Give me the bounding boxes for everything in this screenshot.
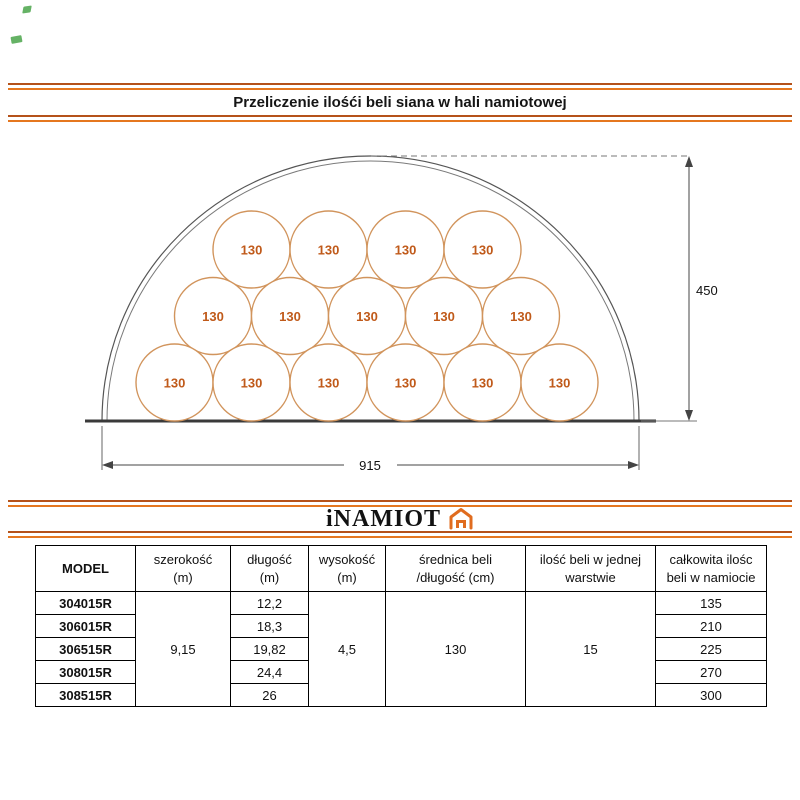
bale-diameter-label: 130 xyxy=(318,243,340,258)
calkowita-cell: 135 xyxy=(655,591,767,615)
bale-diameter-label: 130 xyxy=(395,376,417,391)
col-header-ilosc-warstwa: ilość beli w jednej warstwie xyxy=(525,545,656,592)
bale-diameter-label: 130 xyxy=(472,376,494,391)
col-header-srednica: średnica beli /długość (cm) xyxy=(385,545,526,592)
tent-cross-section-svg: 130 130 130 130 130 130 130 130 130 130 130 130 130 1… xyxy=(85,155,718,474)
bale-diameter-label: 130 xyxy=(318,376,340,391)
dlugosc-cell: 19,82 xyxy=(230,637,309,661)
title-block: Przeliczenie ilośći beli siana w hali na… xyxy=(8,83,792,122)
brand-logo-text: iNAMIOT xyxy=(326,506,441,532)
arrow-down xyxy=(685,410,693,421)
dlugosc-cell: 18,3 xyxy=(230,614,309,638)
model-cell: 308515R xyxy=(35,683,136,707)
col-header-model: MODEL xyxy=(35,545,136,592)
tent-diagram: 130 130 130 130 130 130 130 130 130 130 130 130 130 1… xyxy=(0,118,800,498)
spec-table: MODEL szerokość (m) długość (m) wysokość… xyxy=(35,545,767,707)
logo-block: iNAMIOT xyxy=(8,500,792,538)
calkowita-cell: 270 xyxy=(655,660,767,684)
tent-arch-inner xyxy=(106,160,635,422)
col-header-dlugosc: długość (m) xyxy=(230,545,309,592)
col-header-wysokosc: wysokość (m) xyxy=(308,545,386,592)
calkowita-cell: 210 xyxy=(655,614,767,638)
calkowita-cell: 300 xyxy=(655,683,767,707)
watermark-fragment xyxy=(22,5,32,14)
bale-diameter-label: 130 xyxy=(356,309,378,324)
bale-diameter-label: 130 xyxy=(395,243,417,258)
hay-bale-circle xyxy=(520,343,599,422)
orange-rule-logo-bottom xyxy=(8,531,792,538)
col-header-calkowita: całkowita ilośc beli w namiocie xyxy=(655,545,767,592)
hay-bale-circle xyxy=(481,276,561,356)
bale-diameter-label: 130 xyxy=(241,376,263,391)
model-cell: 308015R xyxy=(35,660,136,684)
house-icon xyxy=(449,508,473,530)
srednica-merged-cell: 130 xyxy=(385,591,526,707)
watermark-fragment xyxy=(10,35,23,44)
bale-diameter-label: 130 xyxy=(549,376,571,391)
hay-bale-circle xyxy=(443,210,522,289)
model-cell: 304015R xyxy=(35,591,136,615)
bale-diameter-label: 130 xyxy=(164,376,186,391)
model-cell: 306015R xyxy=(35,614,136,638)
tent-arch-outer xyxy=(101,155,640,422)
wysokosc-merged-cell: 4,5 xyxy=(308,591,386,707)
table-row: 308515R 26 300 xyxy=(35,683,767,707)
table-row: 306015R 18,3 210 xyxy=(35,614,767,638)
bale-diameter-label: 130 xyxy=(241,243,263,258)
page-title: Przeliczenie ilośći beli siana w hali na… xyxy=(233,94,567,111)
dlugosc-cell: 24,4 xyxy=(230,660,309,684)
width-dimension-label: 915 xyxy=(359,458,381,473)
bale-diameter-label: 130 xyxy=(472,243,494,258)
table-row: 304015R 9,15 12,2 4,5 130 15 135 xyxy=(35,591,767,707)
arrow-left xyxy=(102,461,113,469)
szerokosc-merged-cell: 9,15 xyxy=(135,591,231,707)
ilosc-merged-cell: 15 xyxy=(525,591,656,707)
orange-rule-logo-top xyxy=(8,500,792,507)
dlugosc-cell: 26 xyxy=(230,683,309,707)
header-row: MODEL szerokość (m) długość (m) wysokość… xyxy=(35,545,767,592)
col-header-szerokosc: szerokość (m) xyxy=(135,545,231,592)
calkowita-cell: 225 xyxy=(655,637,767,661)
orange-rule-top xyxy=(8,83,792,90)
spec-table-block: MODEL szerokość (m) długość (m) wysokość… xyxy=(35,545,767,707)
bale-diameter-label: 130 xyxy=(279,309,301,324)
label-backplate xyxy=(344,454,397,474)
model-cell: 306515R xyxy=(35,637,136,661)
bale-diameter-label: 130 xyxy=(433,309,455,324)
arrow-up xyxy=(685,156,693,167)
dlugosc-cell: 12,2 xyxy=(230,591,309,615)
arrow-right xyxy=(628,461,639,469)
orange-rule-bottom xyxy=(8,115,792,122)
table-row: 308015R 24,4 270 xyxy=(35,660,767,684)
height-dimension-label: 450 xyxy=(696,283,718,298)
bale-diameter-label: 130 xyxy=(202,309,224,324)
bale-diameter-label: 130 xyxy=(510,309,532,324)
